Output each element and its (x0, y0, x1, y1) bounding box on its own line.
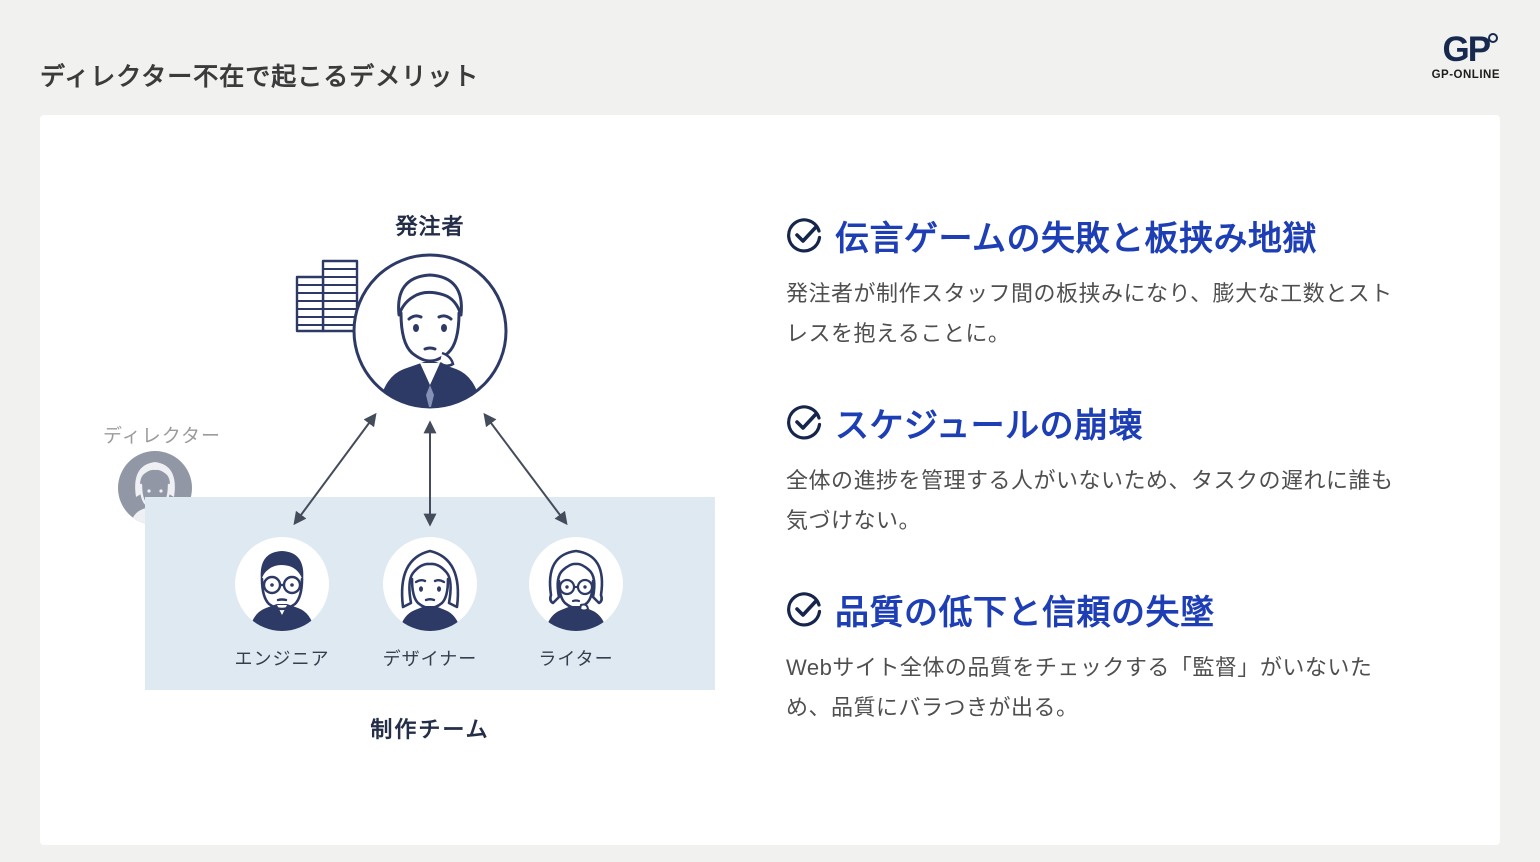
point-message-game: 伝言ゲームの失敗と板挟み地獄 発注者が制作スタッフ間の板挟みになり、膨大な工数と… (786, 211, 1462, 354)
point-heading-row: スケジュールの崩壊 (786, 398, 1462, 447)
point-heading: 品質の低下と信頼の失墜 (835, 594, 1215, 632)
point-body: Webサイト全体の品質をチェックする「監督」がいないため、品質にバラつきが出る。 (786, 655, 1373, 720)
gp-logo-dot-icon (1488, 33, 1499, 43)
client-label: 発注者 (395, 214, 465, 239)
check-circle-icon (786, 591, 822, 628)
point-heading-row: 伝言ゲームの失敗と板挟み地獄 (786, 211, 1462, 260)
content-card: 発注者 (40, 115, 1500, 845)
engineer-label: エンジニア (234, 649, 330, 669)
point-heading: 伝言ゲームの失敗と板挟み地獄 (835, 220, 1317, 258)
gp-logo-letters: GP (1442, 30, 1492, 69)
engineer-avatar (235, 537, 329, 631)
team-member-writer: ライター (501, 537, 651, 671)
writer-label: ライター (538, 649, 614, 669)
client-avatar (350, 251, 510, 411)
point-quality-decline: 品質の低下と信頼の失墜 Webサイト全体の品質をチェックする「監督」がいないため… (786, 585, 1462, 728)
gp-logo-icon: GP (1442, 30, 1499, 69)
gp-online-logo: GP GP-ONLINE (1432, 32, 1500, 81)
point-schedule-collapse: スケジュールの崩壊 全体の進捗を管理する人がいないため、タスクの遅れに誰も気づけ… (786, 398, 1462, 541)
communication-arrows (293, 412, 568, 527)
point-heading-row: 品質の低下と信頼の失墜 (786, 585, 1462, 634)
designer-avatar (383, 537, 477, 631)
office-building-icon (289, 255, 369, 339)
writer-avatar (529, 537, 623, 631)
production-team-label: 制作チーム (370, 717, 490, 742)
director-label: ディレクター (103, 426, 221, 447)
point-body: 発注者が制作スタッフ間の板挟みになり、膨大な工数とストレスを抱えることに。 (786, 281, 1393, 346)
designer-label: デザイナー (382, 649, 478, 669)
point-body: 全体の進捗を管理する人がいないため、タスクの遅れに誰も気づけない。 (786, 468, 1394, 533)
page-title: ディレクター不在で起こるデメリット (40, 63, 480, 91)
gp-logo-wordmark: GP-ONLINE (1431, 69, 1500, 81)
check-circle-icon (786, 404, 822, 441)
check-circle-icon (786, 217, 822, 254)
team-member-designer: デザイナー (355, 537, 505, 671)
team-member-engineer: エンジニア (207, 537, 357, 671)
point-heading: スケジュールの崩壊 (835, 407, 1144, 445)
